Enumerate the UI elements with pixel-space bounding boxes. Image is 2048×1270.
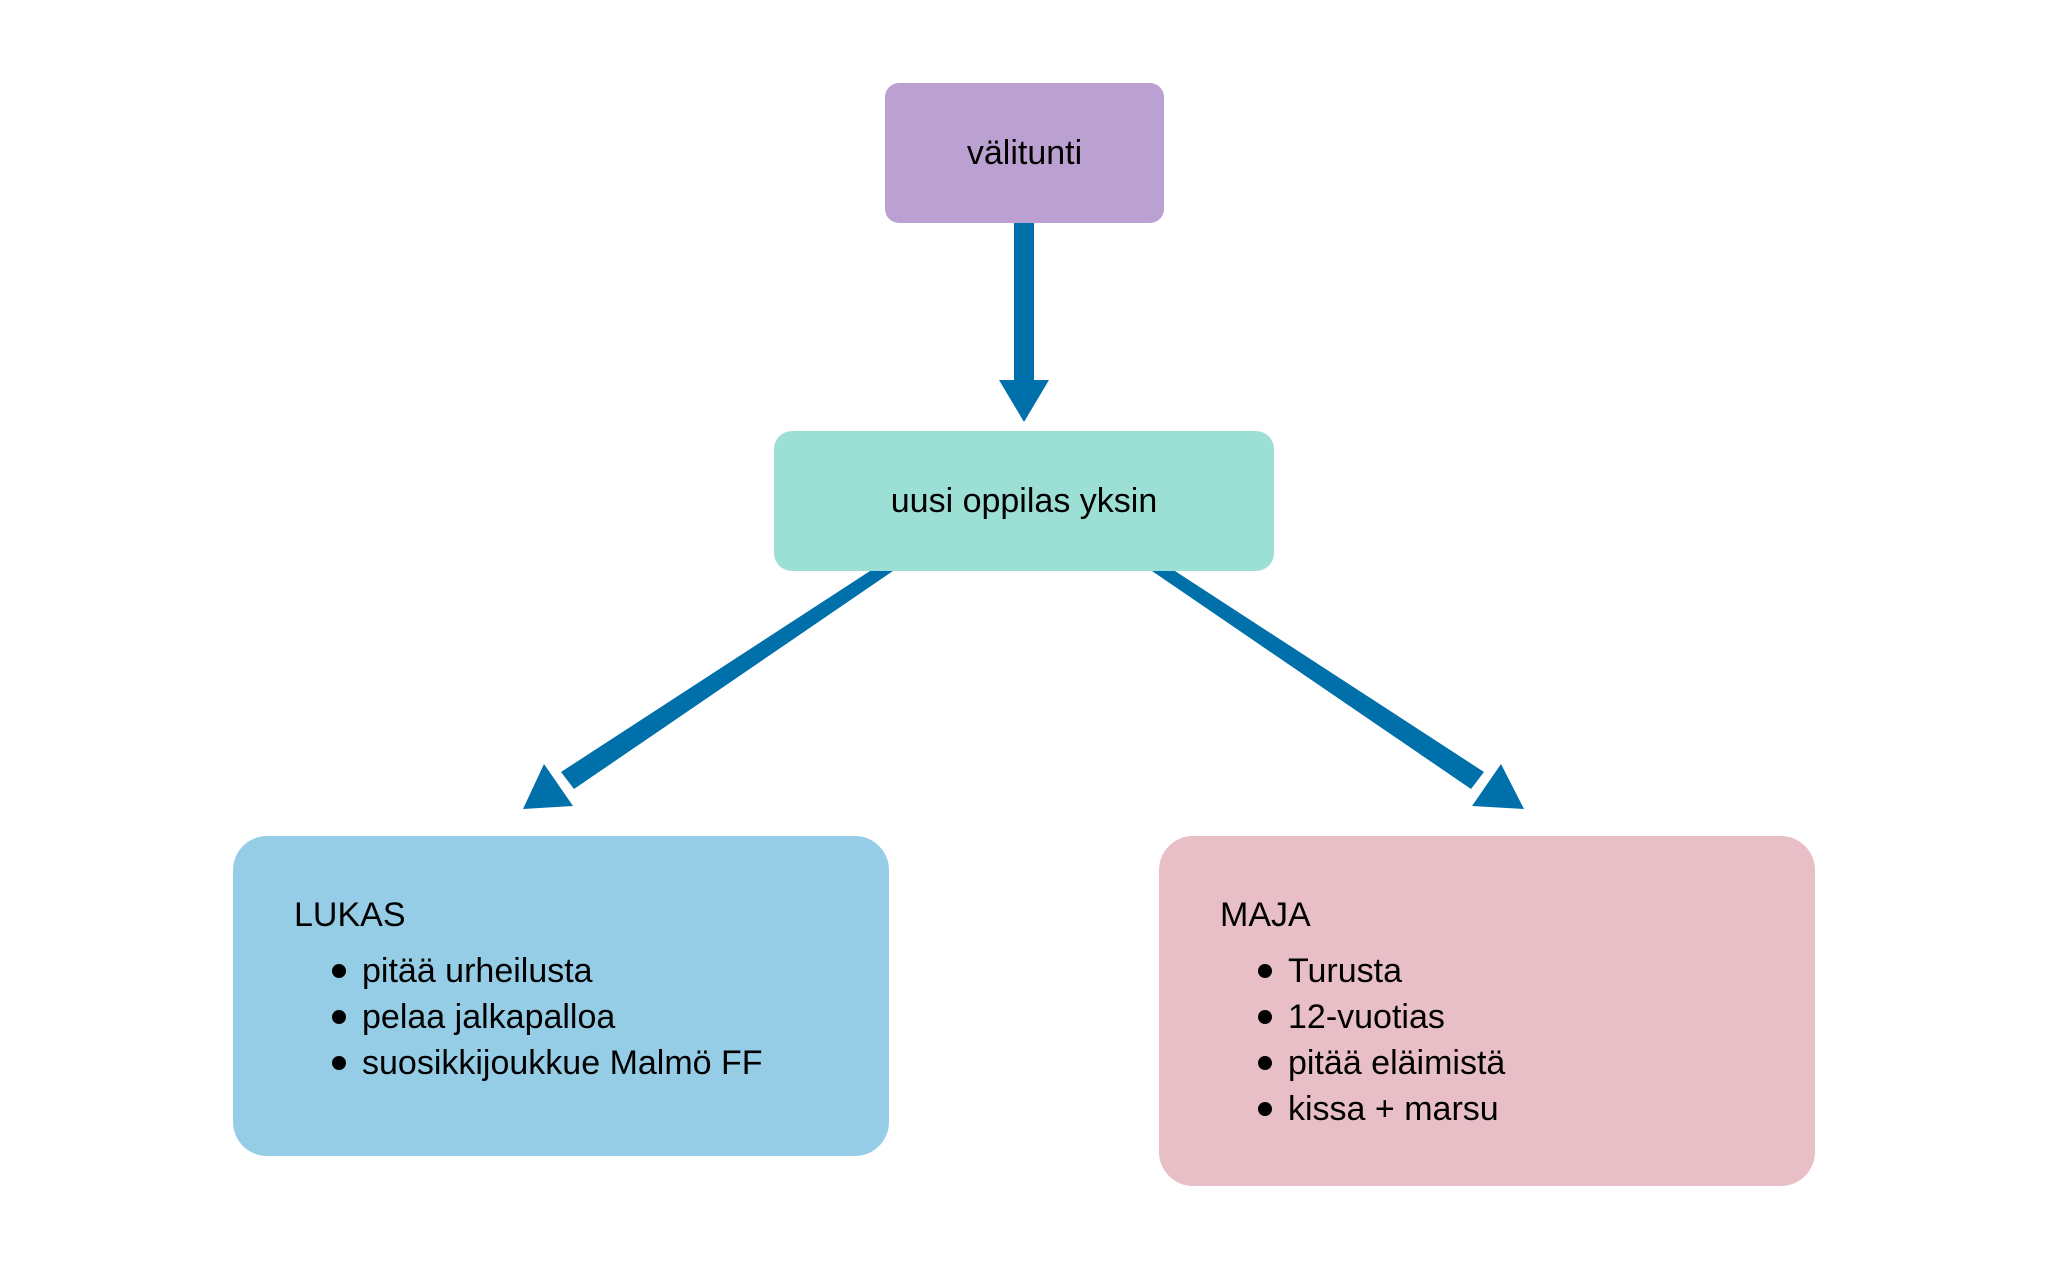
list-item-text: 12-vuotias [1288, 998, 1445, 1036]
node-label: uusi oppilas yksin [890, 481, 1158, 520]
list-item-text: pitää urheilusta [362, 952, 593, 990]
bullet-list: pitää urheilusta pelaa jalkapalloa suosi… [294, 948, 889, 1086]
list-item: 12-vuotias [1258, 994, 1815, 1040]
bullet-list: Turusta 12-vuotias pitää eläimistä kissa… [1220, 948, 1815, 1132]
list-item: pelaa jalkapalloa [332, 994, 889, 1040]
node-valitunti: välitunti [885, 83, 1164, 223]
list-item: Turusta [1258, 948, 1815, 994]
list-item-text: Turusta [1288, 952, 1403, 990]
list-item-text: pelaa jalkapalloa [362, 998, 616, 1036]
list-item-text: suosikkijoukkue Malmö FF [362, 1044, 763, 1082]
node-label: välitunti [966, 133, 1083, 172]
bullet-icon [1258, 1102, 1272, 1116]
node-maja: MAJA Turusta 12-vuotias pitää eläimistä … [1159, 836, 1815, 1186]
arrow-top-to-mid [999, 223, 1049, 422]
arrow-head [523, 764, 573, 809]
bullet-icon [1258, 964, 1272, 978]
list-item: pitää urheilusta [332, 948, 889, 994]
arrow-head [1472, 764, 1524, 809]
bullet-icon [332, 964, 346, 978]
arrow-mid-to-lukas [523, 571, 893, 809]
list-item-text: kissa + marsu [1288, 1090, 1499, 1128]
bullet-icon [332, 1056, 346, 1070]
arrow-shaft [561, 571, 893, 789]
list-item: kissa + marsu [1258, 1086, 1815, 1132]
arrow-shaft [1152, 571, 1484, 789]
arrow-shaft [1014, 223, 1034, 383]
node-lukas: LUKAS pitää urheilusta pelaa jalkapalloa… [233, 836, 889, 1156]
arrow-mid-to-maja [1152, 571, 1524, 809]
arrow-head [999, 380, 1049, 422]
bullet-icon [1258, 1056, 1272, 1070]
list-item: pitää eläimistä [1258, 1040, 1815, 1086]
node-title: LUKAS [294, 896, 406, 934]
node-uusi-oppilas: uusi oppilas yksin [774, 431, 1274, 571]
bullet-icon [332, 1010, 346, 1024]
list-item: suosikkijoukkue Malmö FF [332, 1040, 889, 1086]
bullet-icon [1258, 1010, 1272, 1024]
node-title: MAJA [1220, 896, 1311, 934]
list-item-text: pitää eläimistä [1288, 1044, 1506, 1082]
